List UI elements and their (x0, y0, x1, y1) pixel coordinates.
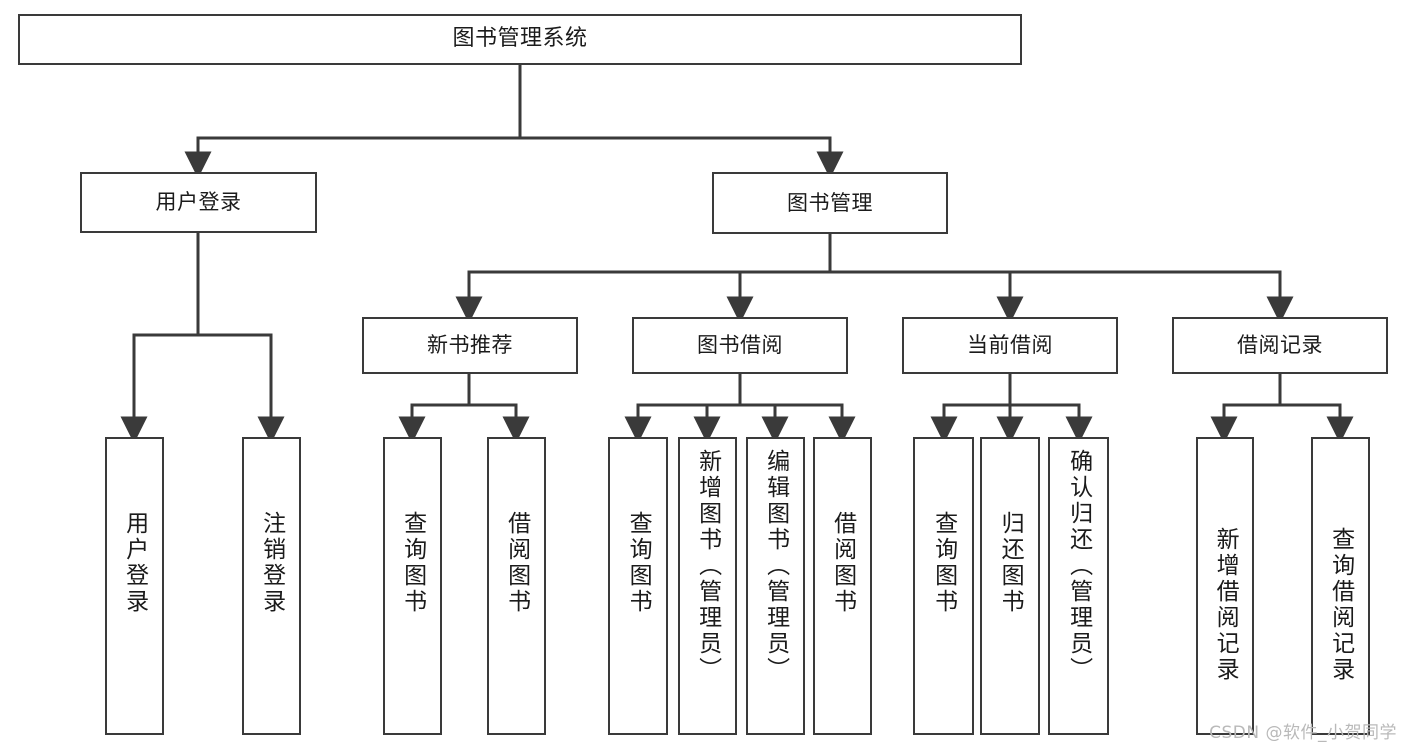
watermark: CSDN @软件_小贺同学 (1209, 723, 1397, 743)
leaf-logout[interactable]: 注销登录 (242, 437, 301, 735)
leaf-cb-query-book-label: 查询图书 (930, 511, 957, 615)
leaf-nbr-borrow-book-label: 借阅图书 (503, 511, 530, 615)
leaf-bb-query-book[interactable]: 查询图书 (608, 437, 668, 735)
node-book-management[interactable]: 图书管理 (712, 172, 948, 234)
leaf-bb-edit-book-label: 编辑图书（管理员） (762, 449, 789, 683)
node-borrow-record[interactable]: 借阅记录 (1172, 317, 1388, 374)
leaf-bb-query-book-label: 查询图书 (625, 511, 652, 615)
node-new-book-recommend[interactable]: 新书推荐 (362, 317, 578, 374)
leaf-bb-edit-book[interactable]: 编辑图书（管理员） (746, 437, 805, 735)
node-user-login-label: 用户登录 (155, 190, 242, 215)
node-current-borrow-label: 当前借阅 (967, 333, 1053, 358)
leaf-bb-add-book[interactable]: 新增图书（管理员） (678, 437, 737, 735)
node-root-label: 图书管理系统 (452, 26, 588, 52)
leaf-br-add-record[interactable]: 新增借阅记录 (1196, 437, 1254, 735)
leaf-nbr-query-book-label: 查询图书 (399, 511, 426, 615)
leaf-user-login[interactable]: 用户登录 (105, 437, 164, 735)
leaf-user-login-label: 用户登录 (121, 511, 148, 615)
leaf-bb-borrow-book-label: 借阅图书 (829, 511, 856, 615)
node-book-borrow-label: 图书借阅 (697, 333, 783, 358)
node-new-book-recommend-label: 新书推荐 (427, 333, 513, 358)
leaf-cb-query-book[interactable]: 查询图书 (913, 437, 974, 735)
leaf-cb-return-book-label: 归还图书 (997, 511, 1024, 615)
leaf-logout-label: 注销登录 (258, 511, 285, 615)
node-root[interactable]: 图书管理系统 (18, 14, 1022, 65)
leaf-cb-confirm-return-label: 确认归还（管理员） (1065, 449, 1092, 683)
leaf-cb-confirm-return[interactable]: 确认归还（管理员） (1048, 437, 1109, 735)
leaf-nbr-borrow-book[interactable]: 借阅图书 (487, 437, 546, 735)
leaf-br-query-record-label: 查询借阅记录 (1327, 527, 1354, 683)
node-borrow-record-label: 借阅记录 (1237, 333, 1323, 358)
leaf-br-query-record[interactable]: 查询借阅记录 (1311, 437, 1370, 735)
node-book-borrow[interactable]: 图书借阅 (632, 317, 848, 374)
node-book-management-label: 图书管理 (787, 190, 873, 215)
leaf-cb-return-book[interactable]: 归还图书 (980, 437, 1040, 735)
leaf-bb-borrow-book[interactable]: 借阅图书 (813, 437, 872, 735)
node-current-borrow[interactable]: 当前借阅 (902, 317, 1118, 374)
leaf-bb-add-book-label: 新增图书（管理员） (694, 449, 721, 683)
node-user-login[interactable]: 用户登录 (80, 172, 317, 233)
leaf-br-add-record-label: 新增借阅记录 (1212, 527, 1239, 683)
leaf-nbr-query-book[interactable]: 查询图书 (383, 437, 442, 735)
